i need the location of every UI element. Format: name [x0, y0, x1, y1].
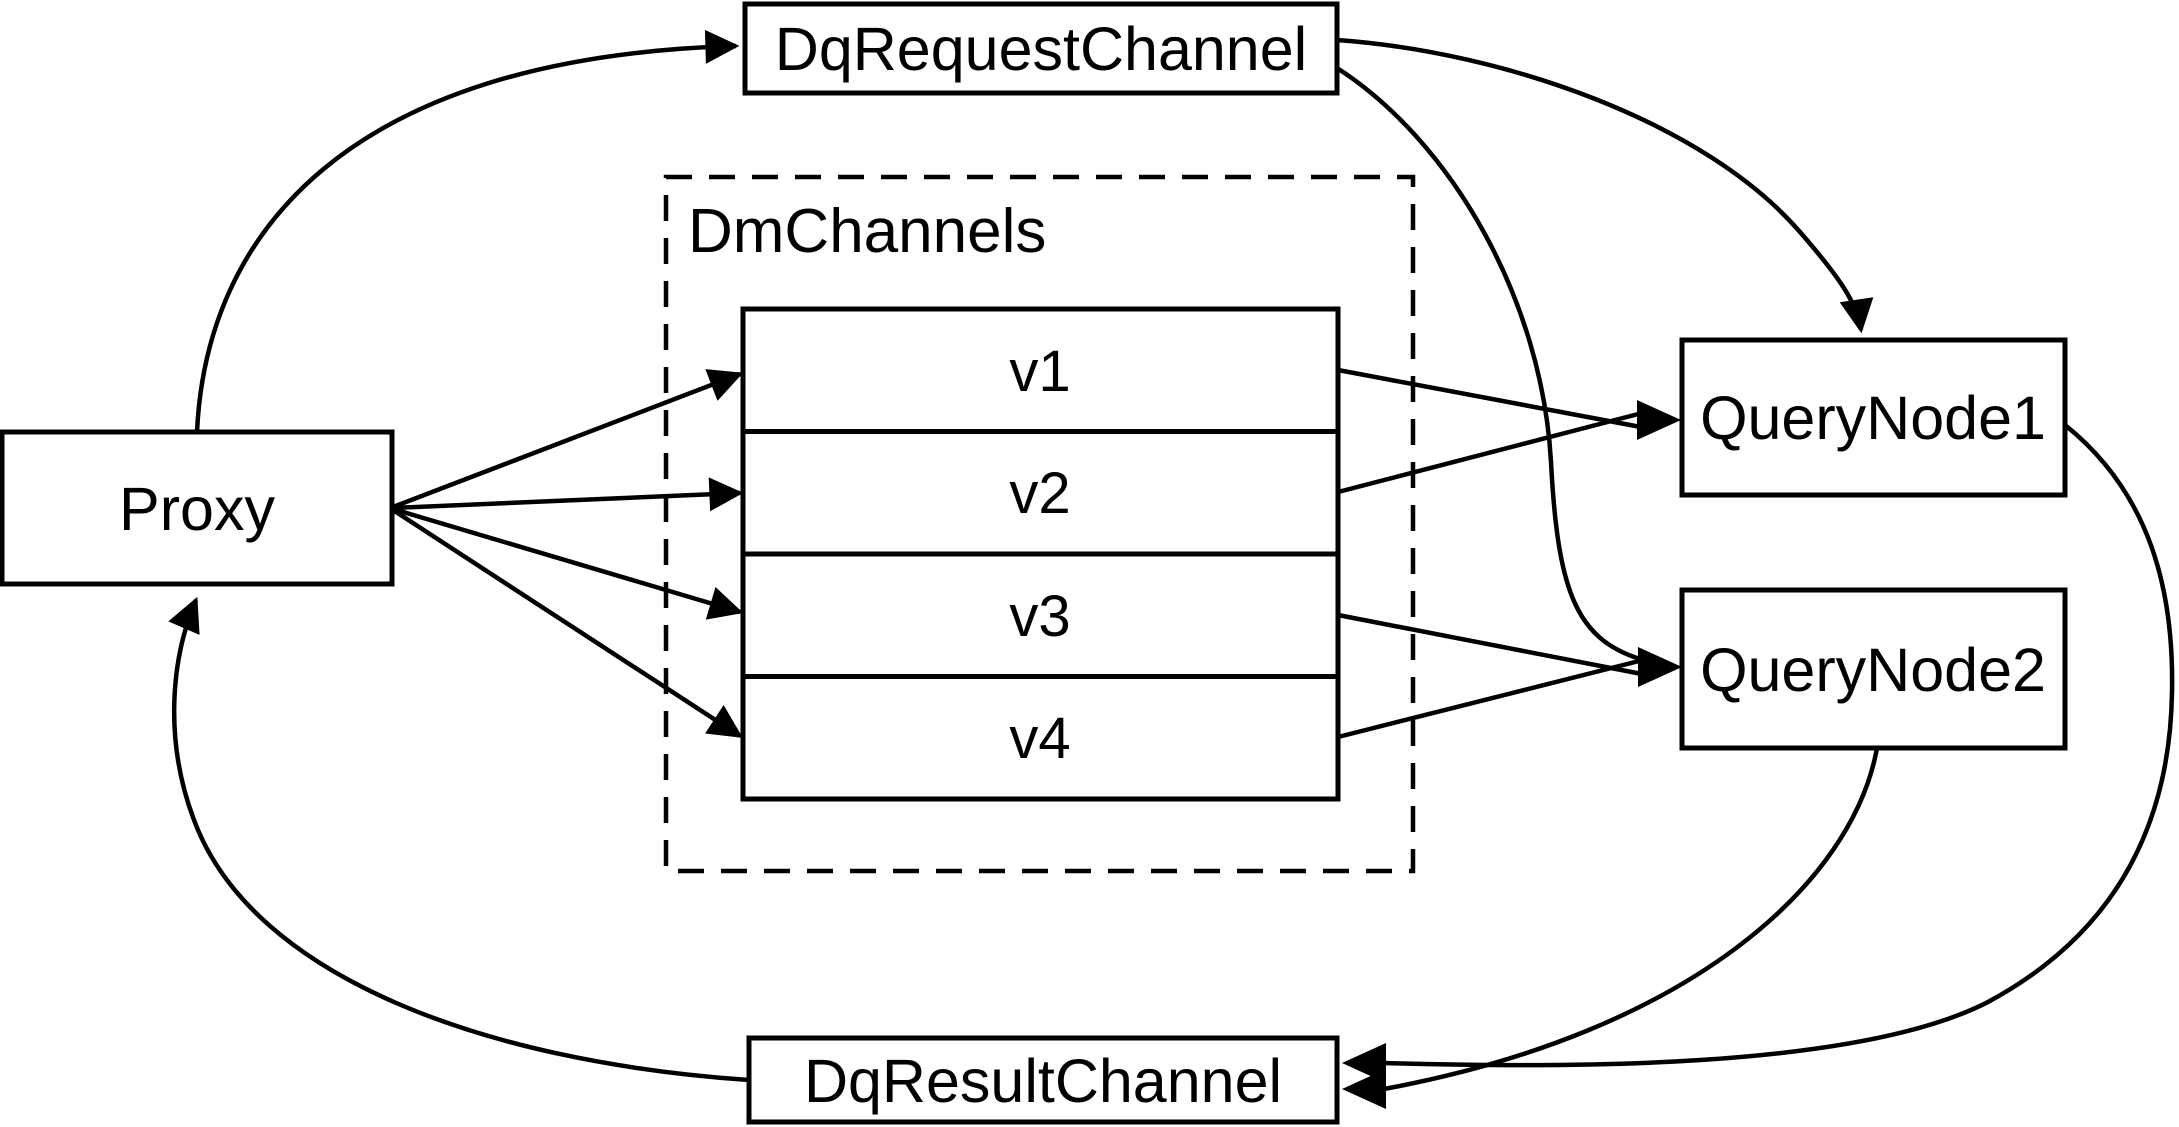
- edge-v1-to-query-node-1: [1337, 367, 1647, 431]
- query-node-1-box: [1679, 337, 2068, 498]
- edge-dq-result-channel-to-proxy: [168, 596, 750, 1083]
- arrowhead-into-query-node-1: [1637, 400, 1681, 440]
- channel-row-v2-label: v2: [1009, 461, 1070, 526]
- edge-query-node-2-to-dq-result-channel: [1383, 747, 1880, 1092]
- edge-proxy-to-dq-request-channel: [194, 29, 740, 433]
- edge-proxy-to-v2: [392, 477, 744, 512]
- query-node-2-label: QueryNode2: [1700, 636, 2046, 704]
- channel-row-v4-label: v4: [1009, 706, 1070, 771]
- dq-result-channel-box: [746, 1035, 1340, 1125]
- query-node-1: QueryNode1: [1679, 337, 2068, 498]
- dm-channels-group: DmChannels v1 v2 v3 v4: [663, 174, 1416, 874]
- edge-v2-to-query-node-1: [1337, 409, 1647, 495]
- edge-v3-to-query-node-2: [1337, 612, 1648, 678]
- edge-proxy-to-v4: [391, 508, 743, 738]
- edge-dq-request-channel-to-query-node-2: [1335, 66, 1648, 664]
- query-node-1-label: QueryNode1: [1700, 384, 2046, 452]
- dq-request-channel-label: DqRequestChannel: [775, 15, 1307, 83]
- edge-query-node-1-to-dq-result-channel: [1383, 423, 2175, 1068]
- arrowhead-into-query-node-2: [1638, 647, 1682, 687]
- edge-v4-to-query-node-2: [1337, 656, 1648, 740]
- edge-proxy-to-v3: [392, 506, 744, 620]
- channel-row-v1-label: v1: [1009, 339, 1070, 404]
- dm-channels-label: DmChannels: [688, 197, 1046, 266]
- proxy-node: Proxy: [0, 429, 395, 587]
- arrowhead-into-dq-result-channel-upper: [1342, 1043, 1386, 1083]
- edge-dq-request-channel-to-query-node-1: [1336, 37, 1874, 334]
- dq-request-channel-box: [742, 1, 1340, 96]
- dm-channels-dashed-border: [663, 174, 1416, 874]
- dq-result-channel-node: DqResultChannel: [746, 1035, 1340, 1125]
- arrowhead-into-dq-result-channel-lower: [1342, 1069, 1386, 1109]
- query-node-2: QueryNode2: [1679, 587, 2068, 751]
- dq-request-channel-node: DqRequestChannel: [742, 1, 1340, 96]
- proxy-box: [0, 429, 395, 587]
- proxy-label: Proxy: [119, 475, 275, 543]
- channel-table: v1 v2 v3 v4: [740, 306, 1341, 802]
- query-node-2-box: [1679, 587, 2068, 751]
- channel-row-v3-label: v3: [1009, 584, 1070, 649]
- dq-result-channel-label: DqResultChannel: [804, 1047, 1282, 1115]
- edge-proxy-to-v1: [392, 369, 744, 510]
